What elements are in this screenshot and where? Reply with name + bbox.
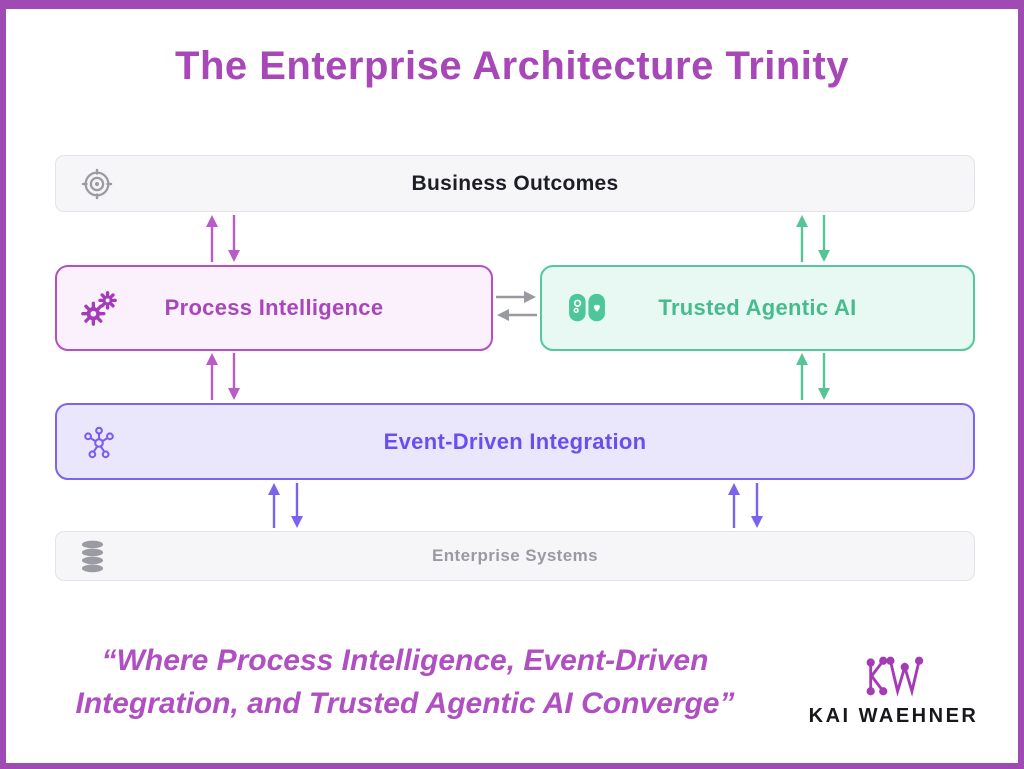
trusted-agentic-ai-label: Trusted Agentic AI xyxy=(658,295,857,320)
kai-waehner-logo: KAI WAEHNER xyxy=(791,650,996,728)
quote-text: “Where Process Intelligence, Event-Drive… xyxy=(75,644,735,720)
page-title: The Enterprise Architecture Trinity xyxy=(175,44,849,88)
kw-monogram-icon xyxy=(866,656,923,697)
enterprise-systems-label: Enterprise Systems xyxy=(432,546,598,565)
business-outcomes-label: Business Outcomes xyxy=(411,171,619,195)
target-icon xyxy=(81,168,113,199)
business-outcomes-box: Business Outcomes xyxy=(55,155,975,212)
event-driven-integration-box: Event-Driven Integration xyxy=(55,403,975,480)
database-icon xyxy=(81,540,104,573)
process-intelligence-label: Process Intelligence xyxy=(164,295,384,320)
event-driven-integration-label: Event-Driven Integration xyxy=(383,428,647,454)
brain-icon xyxy=(569,293,605,322)
process-intelligence-box: Process Intelligence xyxy=(55,265,493,351)
gears-icon xyxy=(81,291,117,326)
enterprise-systems-box: Enterprise Systems xyxy=(55,531,975,581)
network-hub-icon xyxy=(84,426,114,458)
logo-name: KAI WAEHNER xyxy=(808,705,979,727)
trusted-agentic-ai-box: Trusted Agentic AI xyxy=(540,265,975,351)
